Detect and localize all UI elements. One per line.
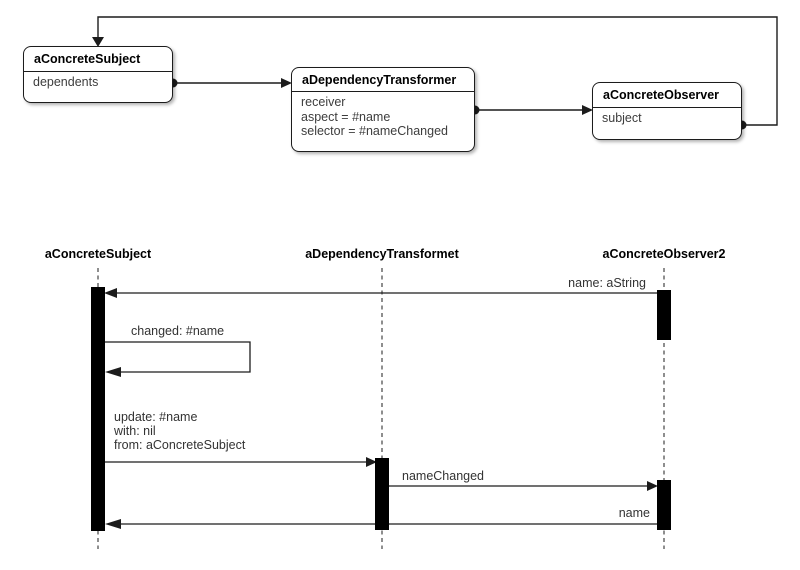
left-arrowhead-icon bbox=[105, 367, 121, 377]
msg-label-update: update: #name with: nil from: aConcreteS… bbox=[114, 410, 245, 452]
msg-label-name-return: name bbox=[618, 506, 650, 520]
attribute-line: aspect = #name bbox=[301, 109, 391, 124]
object-box-subject: aConcreteSubject dependents bbox=[23, 46, 173, 103]
msg-changed-self-line bbox=[105, 341, 251, 373]
attribute-line: dependents bbox=[33, 75, 99, 89]
object-box-attributes: dependents bbox=[24, 72, 172, 90]
lifeline-header-subject: aConcreteSubject bbox=[44, 247, 152, 261]
activation-subject bbox=[91, 287, 105, 531]
msg-label-name-astring: name: aString bbox=[568, 276, 646, 290]
object-box-title: aConcreteSubject bbox=[24, 47, 172, 72]
right-arrowhead-icon bbox=[647, 481, 658, 491]
attribute-line: selector = #nameChanged bbox=[301, 124, 448, 138]
object-box-title: aConcreteObserver bbox=[593, 83, 741, 108]
object-box-observer: aConcreteObserver subject bbox=[592, 82, 742, 140]
attribute-line: receiver bbox=[301, 95, 346, 109]
msg-label-update-line1: update: #name bbox=[114, 410, 198, 424]
object-box-attributes: subject bbox=[593, 108, 741, 126]
attribute-line: subject bbox=[602, 111, 642, 125]
msg-label-update-line3: from: aConcreteSubject bbox=[114, 438, 246, 452]
activation-transformet bbox=[375, 458, 389, 530]
msg-label-namechanged: nameChanged bbox=[402, 469, 485, 483]
lifeline-header-observer2: aConcreteObserver2 bbox=[602, 247, 726, 261]
lifeline-header-transformet: aDependencyTransformet bbox=[305, 247, 459, 261]
object-box-title: aDependencyTransformer bbox=[292, 68, 474, 92]
object-box-transformer: aDependencyTransformer receiver aspect =… bbox=[291, 67, 475, 152]
msg-label-changed: changed: #name bbox=[131, 324, 225, 338]
activation-observer2-b bbox=[657, 480, 671, 530]
right-arrowhead-icon bbox=[366, 457, 377, 467]
left-arrowhead-icon bbox=[105, 519, 121, 529]
msg-label-update-line2: with: nil bbox=[114, 424, 156, 438]
activation-observer2-a bbox=[657, 290, 671, 340]
object-box-attributes: receiver aspect = #name selector = #name… bbox=[292, 92, 474, 139]
left-arrowhead-icon bbox=[104, 288, 117, 298]
